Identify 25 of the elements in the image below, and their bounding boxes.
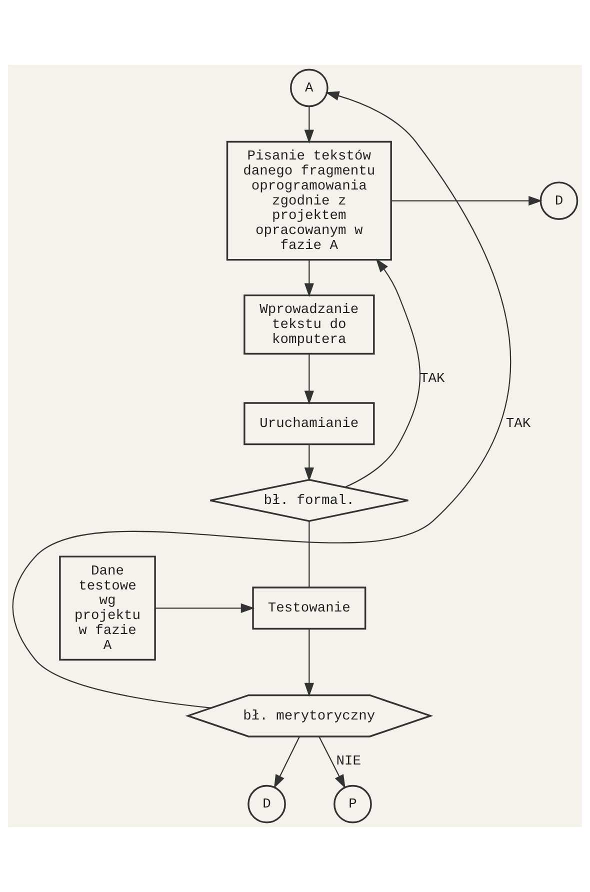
node-box: Dane testowe wg projektu w fazie A <box>59 556 156 661</box>
arrow <box>318 736 346 789</box>
arrow <box>304 444 314 482</box>
connector <box>308 521 310 588</box>
arrow <box>304 106 314 144</box>
arrow <box>391 196 542 206</box>
edge-label: NIE <box>336 754 362 770</box>
node-circle: A <box>290 68 328 108</box>
arrow <box>304 354 314 404</box>
node-diamond: bł. formal. <box>209 478 409 522</box>
arrow <box>274 736 300 789</box>
node-box: Wprowadzanie tekstu do komputera <box>244 294 375 355</box>
arrow <box>155 603 255 613</box>
node-box: Uruchamianie <box>244 402 375 446</box>
node-box: Testowanie <box>252 586 366 630</box>
node-box: Pisanie tekstów danego fragmentu oprogramowania zgodnie z projektem opracowanym w fazie A <box>226 140 392 261</box>
node-circle: D <box>540 182 578 220</box>
arrow <box>304 260 314 297</box>
node-circle: P <box>334 784 372 824</box>
arrow <box>304 629 314 697</box>
edge-label: TAK <box>506 417 531 432</box>
node-circle: D <box>248 784 286 824</box>
edge-label: TAK <box>420 372 445 387</box>
arrow <box>345 258 420 488</box>
arrow <box>12 91 511 708</box>
